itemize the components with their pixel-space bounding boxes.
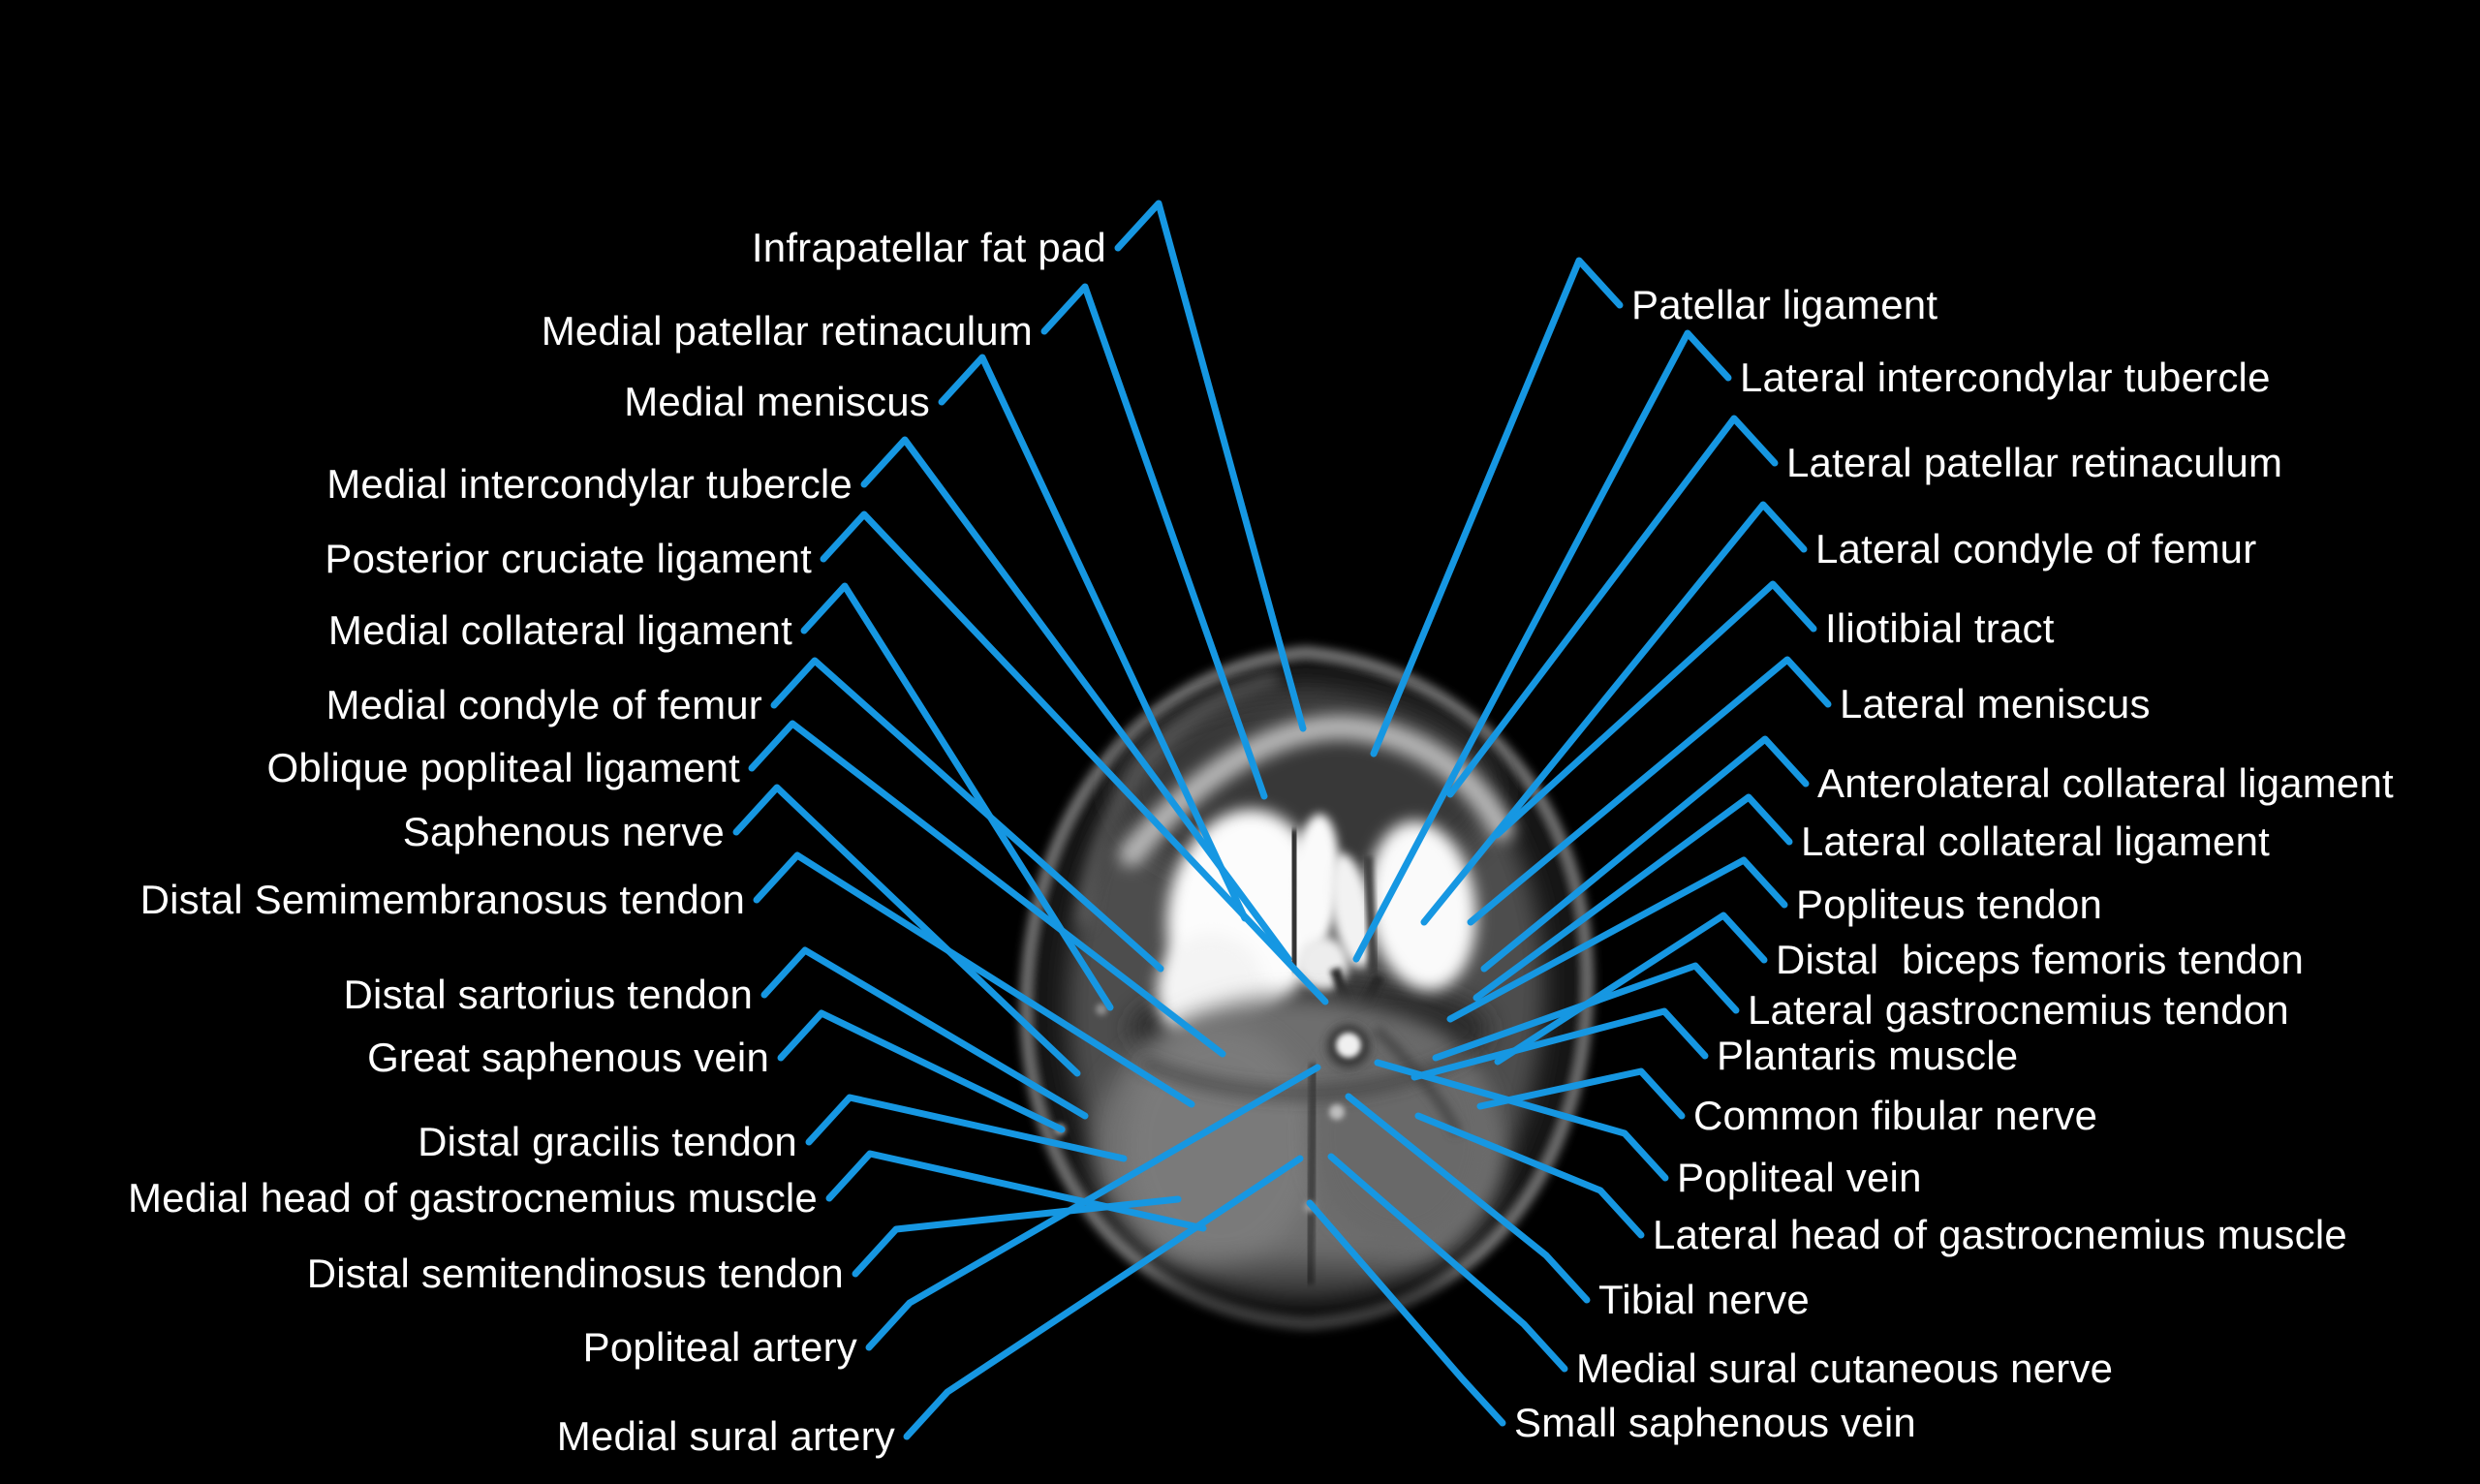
- leader-line-distal-biceps-femoris-tendon: [1494, 912, 1768, 1066]
- scan-bottom-fade: [988, 1267, 1628, 1445]
- scan-medial-gastroc: [1124, 1027, 1318, 1263]
- leader-line-oblique-popliteal-ligament: [748, 720, 1226, 1058]
- leader-line-anterolateral-collateral-ligament: [1480, 735, 1810, 973]
- leader-line-lateral-intercondylar-tubercle: [1352, 329, 1732, 963]
- scan-medial-subcut-dot: [1096, 1004, 1107, 1015]
- scan-cleft-1: [1286, 828, 1302, 972]
- leader-line-distal-gracilis-tendon: [805, 1094, 1128, 1162]
- leader-line-posterior-cruciate-ligament: [820, 510, 1329, 1005]
- leader-line-iliotibial-tract: [1493, 580, 1817, 839]
- leader-line-medial-sural-artery: [903, 1155, 1304, 1440]
- leader-line-medial-meniscus: [938, 354, 1249, 922]
- leader-line-small-saphenous-vein: [1306, 1199, 1506, 1427]
- leader-line-tibial-nerve: [1345, 1093, 1591, 1304]
- scan-cleft-2: [1363, 855, 1379, 974]
- scan-muscle-midline: [1305, 1063, 1318, 1285]
- leader-line-saphenous-nerve: [732, 784, 1081, 1077]
- leader-line-lateral-patellar-retinaculum: [1446, 415, 1779, 798]
- leader-line-lateral-head-of-gastrocnemius-muscle: [1414, 1112, 1645, 1239]
- leader-line-popliteal-artery: [865, 1064, 1321, 1351]
- scan-tibial-nerve-dot: [1329, 1104, 1345, 1120]
- leader-line-medial-patellar-retinaculum: [1040, 283, 1268, 800]
- scan-lateral-condyle: [1368, 820, 1476, 991]
- leader-line-popliteal-vein: [1374, 1059, 1669, 1182]
- leader-line-medial-intercondylar-tubercle: [860, 436, 1292, 963]
- leader-line-lateral-collateral-ligament: [1472, 793, 1793, 1002]
- leader-line-distal-semitendinosus-tendon: [852, 1195, 1182, 1278]
- scan-central-prong-1: [1291, 814, 1340, 949]
- leader-line-distal-semimembranosus-tendon: [753, 851, 1195, 1108]
- leader-line-medial-head-of-gastrocnemius-muscle: [825, 1150, 1207, 1232]
- leader-line-distal-sartorius-tendon: [760, 946, 1089, 1120]
- scan-popliteal-artery-dot: [1336, 1033, 1361, 1058]
- leader-line-patellar-ligament: [1370, 257, 1624, 757]
- leader-line-common-fibular-nerve: [1476, 1067, 1686, 1120]
- leader-line-plantaris-muscle: [1410, 1007, 1709, 1081]
- leader-line-infrapatellar-fat-pad: [1114, 200, 1307, 732]
- leader-lines: [732, 200, 1832, 1440]
- scan-muscle-septum: [1372, 1025, 1463, 1136]
- scan-central-prong-2: [1329, 852, 1374, 969]
- leader-line-popliteus-tendon: [1446, 856, 1788, 1023]
- leader-line-lateral-meniscus: [1467, 656, 1832, 926]
- leader-line-medial-collateral-ligament: [800, 582, 1114, 1011]
- leader-line-lateral-condyle-of-femur: [1420, 501, 1808, 926]
- leader-line-great-saphenous-vein: [777, 1009, 1066, 1133]
- leader-line-medial-sural-cutaneous-nerve: [1327, 1153, 1568, 1373]
- leader-line-lateral-gastrocnemius-tendon: [1432, 962, 1740, 1062]
- leader-line-medial-condyle-of-femur: [770, 657, 1164, 973]
